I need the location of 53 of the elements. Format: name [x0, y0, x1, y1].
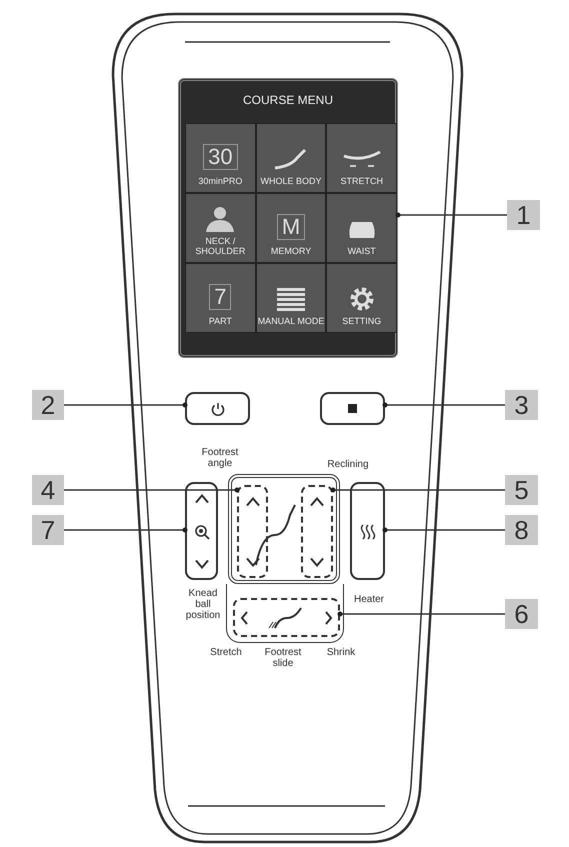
callout-number: 7 [32, 515, 64, 545]
touch-screen [178, 78, 398, 358]
leader-line [64, 528, 188, 532]
tile-symbol: 30 [203, 144, 238, 170]
part-label: Footrest slide [264, 647, 302, 669]
screen-heading: COURSE MENU [242, 93, 334, 107]
stop-button [320, 392, 385, 425]
heater-button [350, 482, 385, 580]
leader-line [396, 212, 507, 218]
tile-label: WHOLE BODY [260, 176, 322, 186]
menu-tile [185, 263, 256, 333]
tile-symbol: M [276, 214, 306, 240]
callout-number: 6 [505, 599, 538, 629]
part-label: Footrest angle [200, 447, 240, 469]
tile-label: SETTING [342, 316, 382, 326]
menu-tile [256, 123, 326, 193]
leader-line [382, 402, 505, 408]
reclining-buttons [301, 485, 333, 578]
menu-tile [326, 193, 398, 263]
leader-line [330, 488, 505, 492]
tile-label: WAIST [348, 246, 376, 256]
leader-line [338, 612, 505, 616]
tile-label: MEMORY [270, 246, 312, 256]
tile-label: STRETCH [340, 176, 383, 186]
leader-line [64, 488, 240, 492]
tile-label: PART [208, 316, 232, 326]
callout-number: 3 [505, 390, 538, 420]
part-label: Stretch [209, 647, 243, 658]
menu-tile [326, 123, 398, 193]
callout-number: 2 [32, 390, 64, 420]
part-label: Shrink [326, 647, 356, 658]
callout-number: 1 [507, 200, 540, 230]
knead-ball-button [185, 482, 218, 580]
part-label: Knead ball position [184, 588, 222, 621]
part-label: Heater [352, 594, 385, 605]
power-button [185, 392, 250, 425]
part-label: Reclining [326, 459, 370, 470]
menu-tile [185, 193, 256, 263]
tile-label: NECK / SHOULDER [194, 236, 246, 256]
menu-tile [256, 263, 326, 333]
footrest-angle-buttons [237, 485, 268, 578]
tile-label: 30minPRO [198, 176, 242, 186]
leader-line [382, 528, 505, 532]
menu-tile [256, 193, 326, 263]
callout-number: 4 [32, 475, 64, 505]
footrest-slide-buttons [233, 598, 340, 637]
callout-number: 8 [505, 515, 538, 545]
tile-label: MANUAL MODE [258, 316, 324, 326]
tile-symbol: 7 [209, 284, 232, 310]
menu-tile [326, 263, 398, 333]
callout-number: 5 [505, 475, 538, 505]
menu-tile [185, 123, 256, 193]
leader-line [64, 402, 188, 408]
